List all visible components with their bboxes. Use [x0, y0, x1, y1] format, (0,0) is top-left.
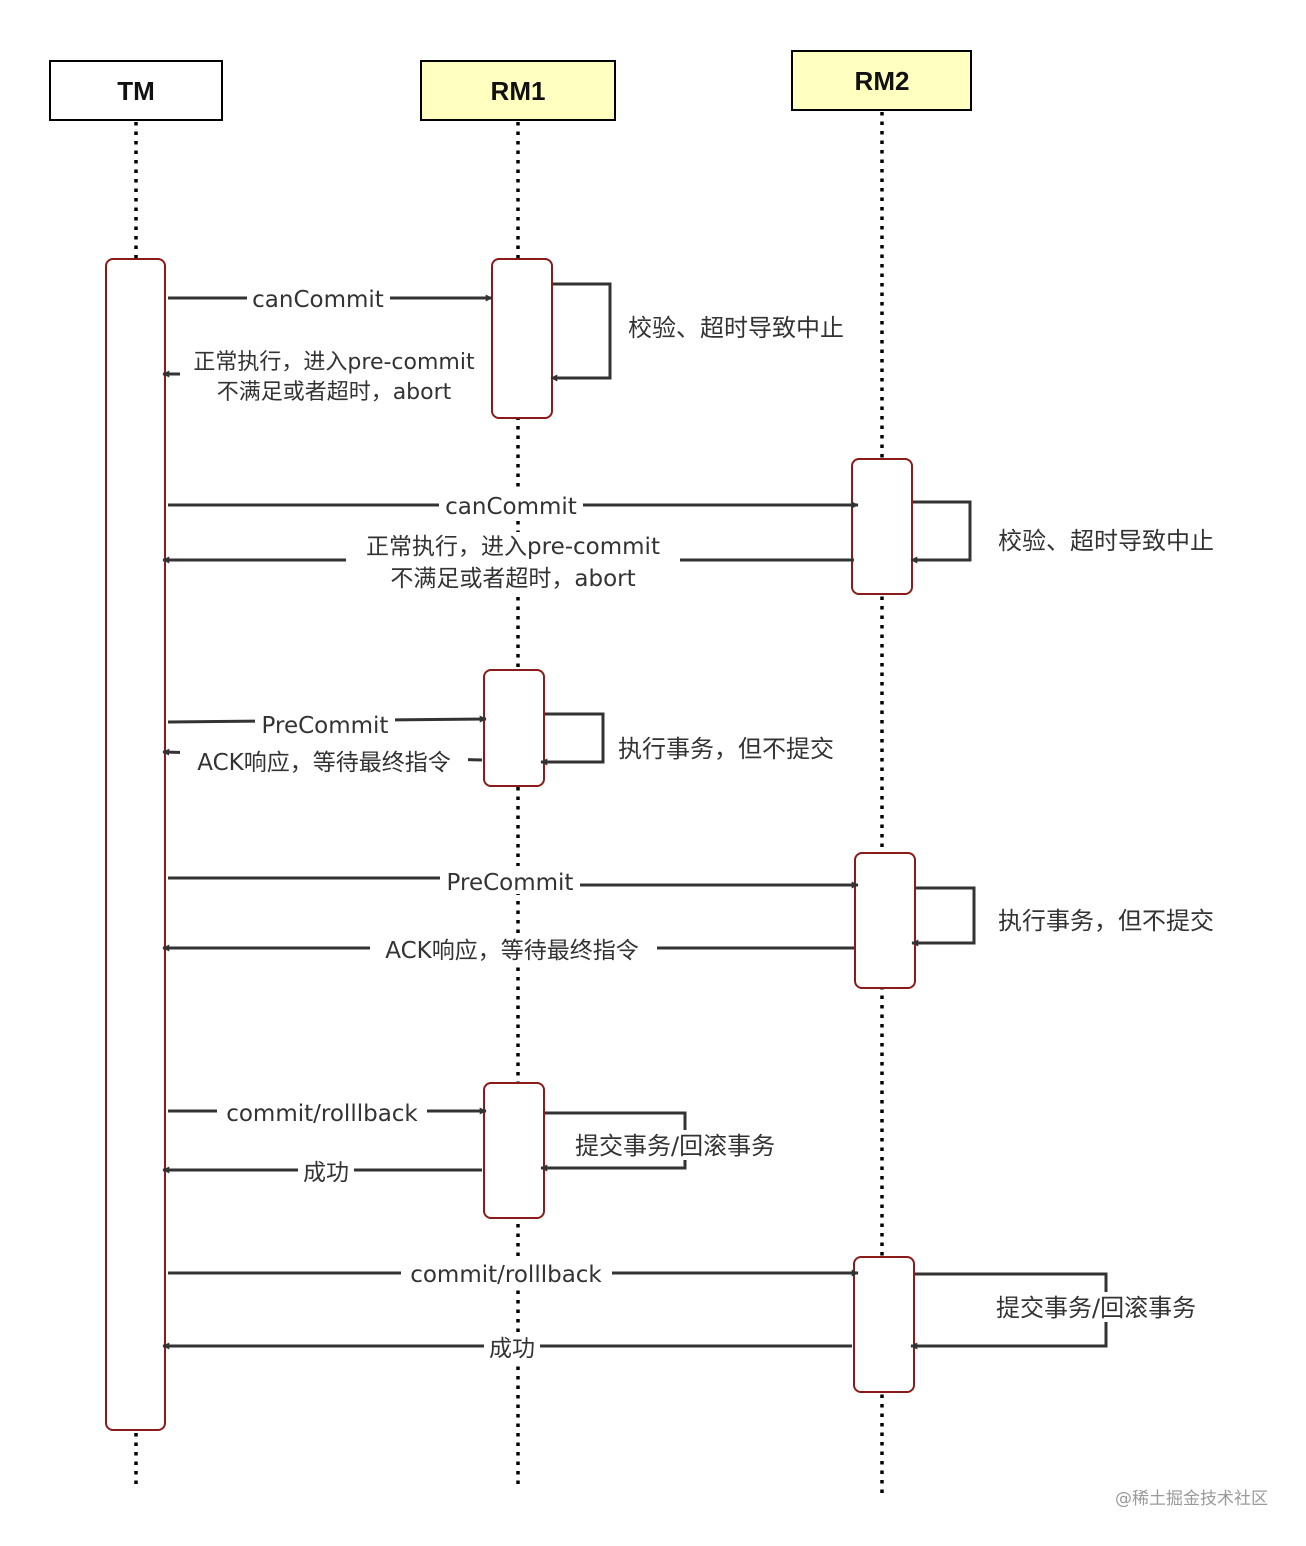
rm2-check-self-loop[interactable]	[910, 500, 972, 564]
rm2-activation-2[interactable]	[854, 852, 916, 989]
tm-header[interactable]: TM	[49, 60, 223, 121]
msg-response-rm1-line2: 不满足或者超时，abort	[217, 380, 452, 405]
rm1-label: RM1	[491, 76, 546, 106]
watermark: @稀土掘金技术社区	[1115, 1489, 1268, 1509]
rm2-activation-1[interactable]	[851, 458, 913, 595]
msg-ack-rm1-label: ACK响应，等待最终指令	[197, 750, 450, 776]
rm2-exec-self-loop[interactable]	[911, 886, 976, 947]
rm2-label: RM2	[855, 66, 910, 96]
rm2-commit-note: 提交事务/回滚事务	[996, 1294, 1196, 1322]
rm1-activation-2[interactable]	[483, 669, 545, 787]
rm1-check-note: 校验、超时导致中止	[628, 314, 844, 342]
msg-precommit-rm1-label: PreCommit	[262, 713, 389, 739]
msg-response-rm2-line2: 不满足或者超时，abort	[390, 566, 635, 592]
rm2-exec-note: 执行事务，但不提交	[998, 907, 1214, 935]
msg-cancommit-rm1-label: canCommit	[252, 287, 384, 313]
rm2-check-note: 校验、超时导致中止	[998, 527, 1214, 555]
msg-success-rm2-label: 成功	[489, 1336, 535, 1362]
rm2-header[interactable]: RM2	[791, 50, 972, 111]
msg-success-rm1-label: 成功	[303, 1160, 349, 1186]
msg-commit-rm2-label: commit/rolllback	[410, 1262, 602, 1288]
rm1-activation-1[interactable]	[491, 258, 553, 419]
tm-activation[interactable]	[105, 258, 166, 1431]
msg-cancommit-rm2-label: canCommit	[445, 494, 577, 520]
msg-response-rm2-line1: 正常执行，进入pre-commit	[366, 534, 660, 560]
msg-response-rm1-line1: 正常执行，进入pre-commit	[193, 350, 475, 375]
msg-commit-rm1-label: commit/rolllback	[226, 1101, 418, 1127]
rm1-exec-note: 执行事务，但不提交	[618, 735, 834, 763]
rm1-commit-note: 提交事务/回滚事务	[575, 1132, 775, 1160]
rm2-activation-3[interactable]	[853, 1256, 915, 1393]
tm-label: TM	[117, 76, 155, 106]
msg-precommit-rm2-label: PreCommit	[447, 870, 574, 896]
msg-ack-rm2-label: ACK响应，等待最终指令	[385, 938, 638, 964]
rm1-header[interactable]: RM1	[420, 60, 616, 121]
rm1-check-self-loop[interactable]	[550, 282, 612, 382]
rm1-activation-3[interactable]	[483, 1082, 545, 1219]
rm1-exec-self-loop[interactable]	[540, 712, 605, 766]
